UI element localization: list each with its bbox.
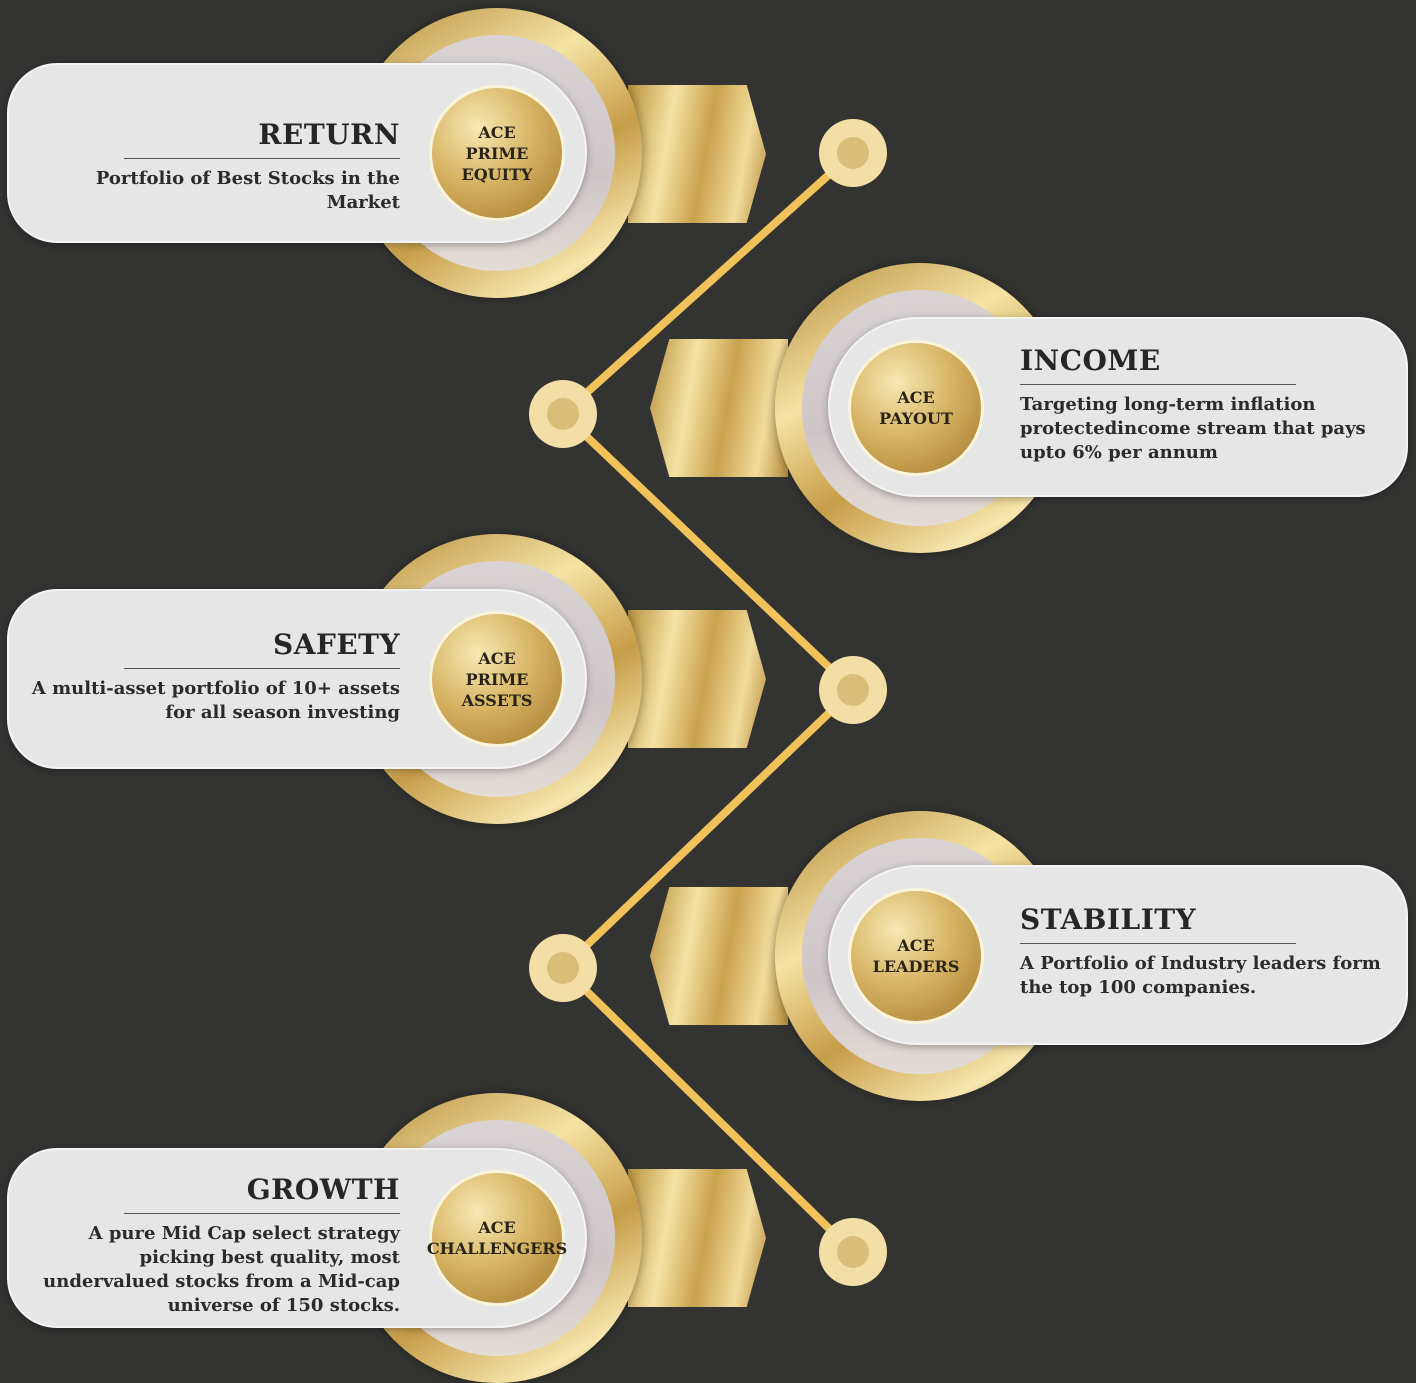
gold-coin: ACE LEADERS: [848, 888, 984, 1024]
item-title: STABILITY: [1020, 903, 1197, 936]
coin-label-line1: ACE: [478, 648, 516, 668]
timeline-node: [819, 119, 887, 187]
coin-label-line1: ACE: [897, 936, 935, 955]
timeline-node: [529, 934, 597, 1002]
item-description: A multi-asset portfolio of 10+ assets fo…: [31, 678, 400, 723]
title-rule: [124, 158, 400, 159]
item-title: RETURN: [258, 118, 400, 151]
text-block: RETURN Portfolio of Best Stocks in the M…: [20, 118, 400, 215]
coin-label-line1: ACE: [897, 388, 935, 407]
text-block: STABILITY A Portfolio of Industry leader…: [1020, 903, 1390, 1000]
title-rule: [1020, 384, 1296, 385]
coin-label-line2: PRIME ASSETS: [461, 669, 533, 710]
arrow-tab: [650, 887, 788, 1025]
connector-segment: [559, 410, 857, 694]
title-rule: [124, 1213, 400, 1214]
connector-segment: [559, 149, 857, 418]
item-title: GROWTH: [246, 1173, 400, 1206]
coin-label-line2: PAYOUT: [879, 409, 953, 428]
item-description: Targeting long-term inflation protectedi…: [1020, 394, 1366, 463]
arrow-tab: [628, 85, 766, 223]
gold-coin: ACE CHALLENGERS: [426, 1170, 568, 1306]
arrow-tab: [628, 1169, 766, 1307]
connector-segment: [559, 964, 857, 1256]
gold-coin: ACE PRIME EQUITY: [429, 85, 565, 221]
coin-label-line2: CHALLENGERS: [426, 1239, 568, 1258]
coin-label-line2: LEADERS: [872, 957, 960, 976]
coin-label-line2: PRIME EQUITY: [461, 143, 533, 184]
gold-coin: ACE PRIME ASSETS: [429, 611, 565, 747]
title-rule: [124, 668, 400, 669]
arrow-tab: [628, 610, 766, 748]
item-description: A Portfolio of Industry leaders form the…: [1020, 953, 1381, 998]
text-block: GROWTH A pure Mid Cap select strategy pi…: [20, 1173, 400, 1318]
item-description: A pure Mid Cap select strategy picking b…: [43, 1223, 400, 1316]
coin-label-line1: ACE: [478, 122, 516, 142]
text-block: SAFETY A multi-asset portfolio of 10+ as…: [20, 628, 400, 725]
item-title: SAFETY: [273, 628, 400, 661]
connector-segment: [559, 686, 857, 972]
timeline-node: [819, 656, 887, 724]
item-description: Portfolio of Best Stocks in the Market: [95, 168, 400, 213]
arrow-tab: [650, 339, 788, 477]
title-rule: [1020, 943, 1296, 944]
item-title: INCOME: [1020, 344, 1161, 377]
coin-label-line1: ACE: [478, 1218, 516, 1237]
timeline-node: [529, 380, 597, 448]
gold-coin: ACE PAYOUT: [848, 340, 984, 476]
text-block: INCOME Targeting long-term inflation pro…: [1020, 344, 1390, 465]
timeline-node: [819, 1218, 887, 1286]
